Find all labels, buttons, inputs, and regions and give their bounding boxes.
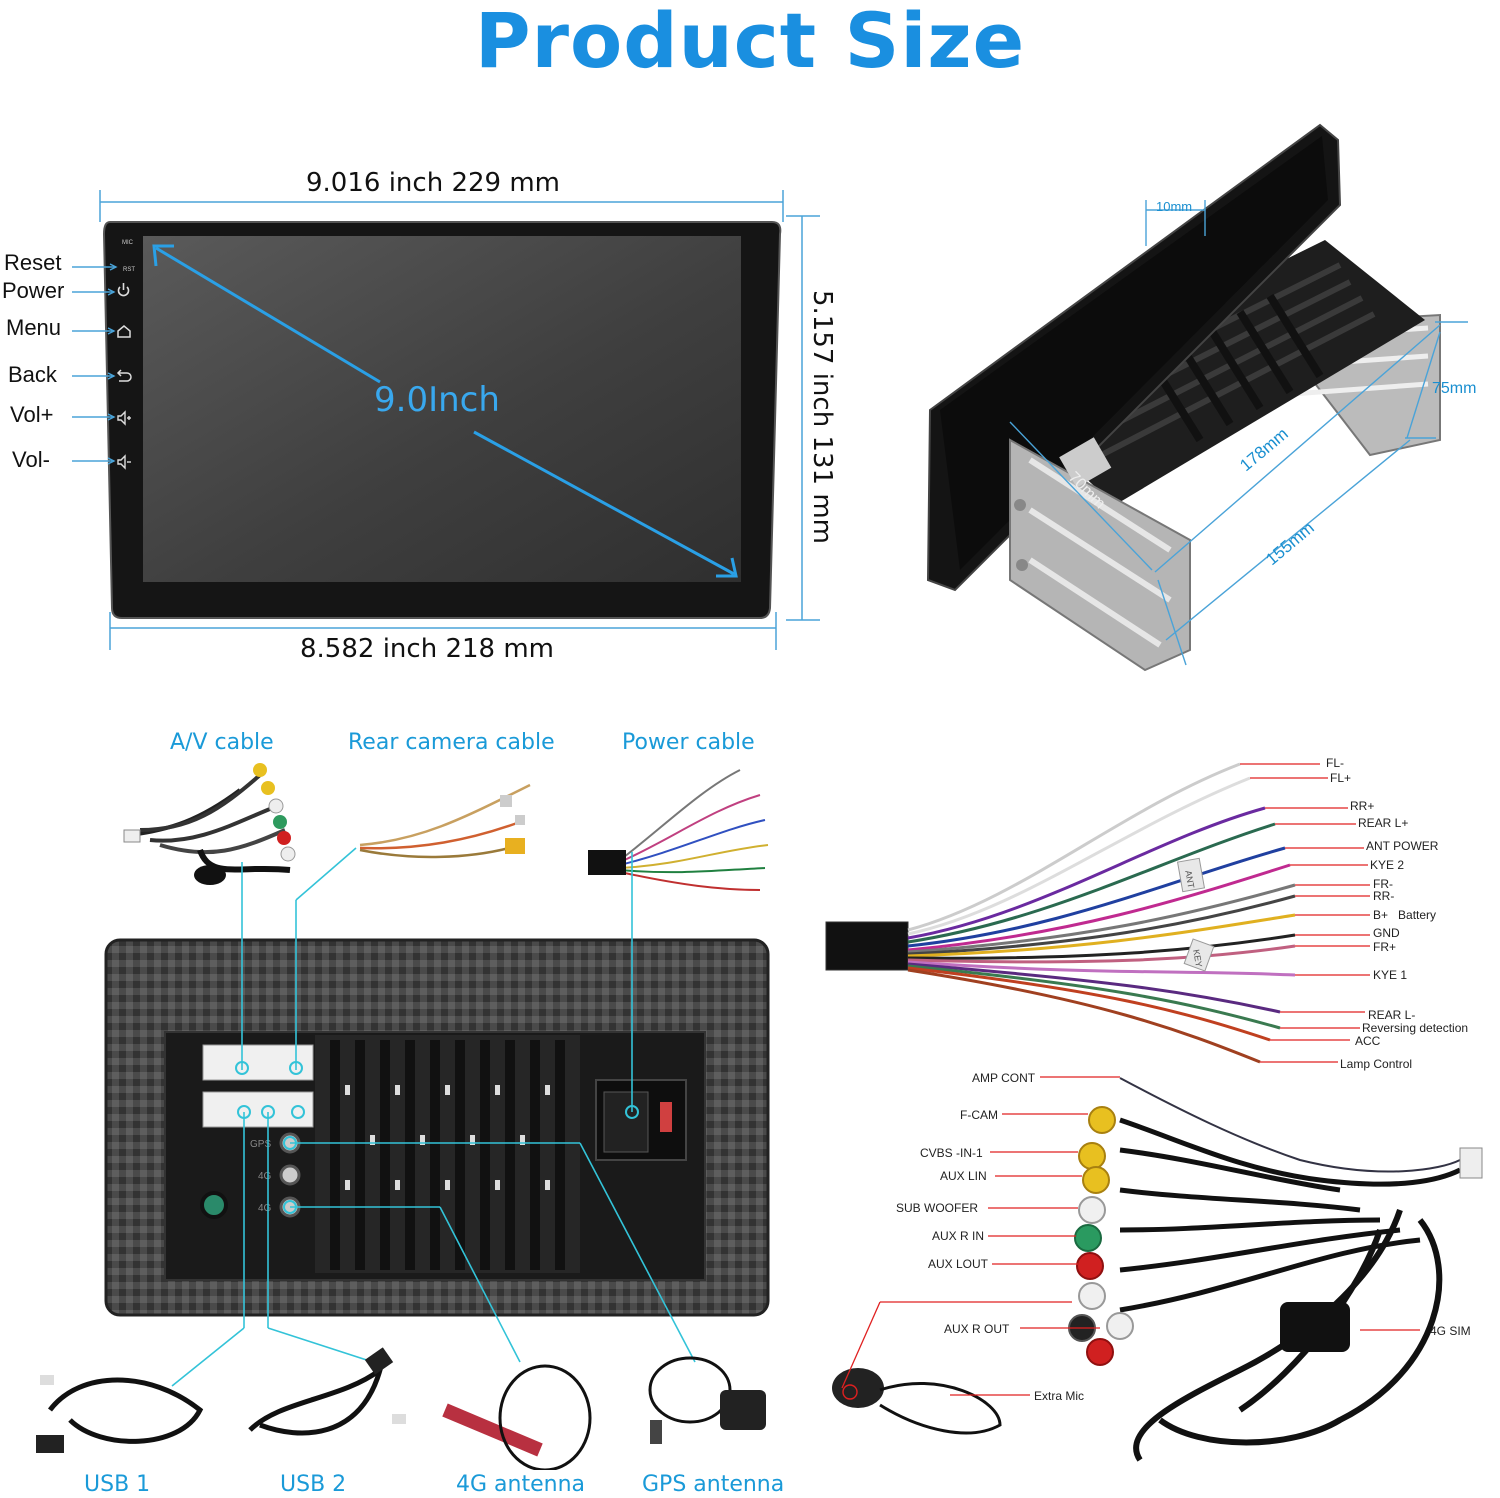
page-title: Product Size [474, 0, 1026, 85]
vol-down-label: Vol- [12, 447, 50, 472]
power-cable-label: Power cable [622, 730, 755, 755]
mic-label: MIC [122, 240, 134, 246]
side-view-diagram [926, 123, 1468, 672]
av-f-cam: F-CAM [960, 1108, 998, 1122]
wire-acc: ACC [1355, 1034, 1381, 1048]
menu-label: Menu [6, 315, 62, 340]
diagonal-label: 9.0Inch [374, 380, 500, 420]
wire-fl-plus: FL+ [1330, 771, 1352, 785]
extra-mic-label: Extra Mic [1034, 1389, 1085, 1403]
wire-battery: B+ Battery [1373, 908, 1437, 922]
av-harness-diagram [832, 1076, 1483, 1462]
4g-sim-label: 4G SIM [1430, 1324, 1471, 1338]
rst-label: RST [123, 267, 135, 273]
4g-antenna-label: 4G antenna [456, 1472, 585, 1497]
wire-gnd: GND [1373, 926, 1400, 940]
wire-ant-power: ANT POWER [1366, 839, 1439, 853]
wire-fl-minus: FL- [1326, 756, 1344, 770]
back-label: Back [8, 362, 57, 387]
av-sub-woofer: SUB WOOFER [896, 1201, 979, 1215]
power-label: Power [2, 278, 65, 303]
home-icon [117, 325, 131, 338]
av-aux-r-in: AUX R IN [932, 1229, 985, 1243]
wire-rr-minus: RR- [1373, 889, 1395, 903]
wire-rear-l-plus: REAR L+ [1358, 816, 1409, 830]
power-harness-diagram: ANT KEY [825, 762, 1370, 1064]
front-view-diagram: MIC RST [72, 190, 820, 650]
av-cable-label: A/V cable [170, 730, 274, 755]
reset-label: Reset [4, 250, 62, 275]
height-label: 5.157 inch 131 mm [807, 290, 837, 544]
av-aux-r-out: AUX R OUT [944, 1322, 1010, 1336]
port-label-4g-b: 4G [258, 1203, 272, 1214]
port-label-gps: GPS [250, 1139, 271, 1150]
wire-fr-plus: FR+ [1373, 940, 1397, 954]
key-tag: KEY [1191, 949, 1204, 968]
usb2-label: USB 2 [280, 1472, 347, 1497]
av-amp-cont: AMP CONT [972, 1071, 1036, 1085]
wire-rr-plus: RR+ [1350, 799, 1375, 813]
gps-antenna-label: GPS antenna [642, 1472, 785, 1497]
av-aux-lout: AUX LOUT [928, 1257, 989, 1271]
wire-rear-l-minus: REAR L- [1368, 1008, 1416, 1022]
av-cvbs-in: CVBS -IN-1 [920, 1146, 983, 1160]
wire-lamp-control: Lamp Control [1340, 1057, 1413, 1071]
bottom-width-label: 8.582 inch 218 mm [300, 634, 554, 664]
depth-front-label: 10mm [1156, 199, 1193, 214]
back-arrow-icon [116, 369, 132, 382]
wire-reversing: Reversing detection [1362, 1021, 1469, 1035]
wire-kye1: KYE 1 [1373, 968, 1408, 982]
back-panel-diagram: GPS 4G 4G [36, 763, 770, 1470]
power-icon [117, 283, 130, 297]
av-aux-lin: AUX LIN [940, 1169, 987, 1183]
port-label-4g-a: 4G [258, 1171, 272, 1182]
rear-camera-cable-label: Rear camera cable [348, 730, 555, 755]
volume-down-icon [117, 454, 131, 470]
volume-up-icon [117, 410, 131, 426]
wire-kye2: KYE 2 [1370, 858, 1405, 872]
bracket-height-label: 75mm [1432, 380, 1477, 397]
usb1-label: USB 1 [84, 1472, 151, 1497]
wire-fr-minus: FR- [1373, 877, 1393, 891]
top-width-label: 9.016 inch 229 mm [306, 168, 560, 198]
vol-up-label: Vol+ [10, 402, 54, 427]
ant-tag: ANT [1183, 870, 1196, 890]
